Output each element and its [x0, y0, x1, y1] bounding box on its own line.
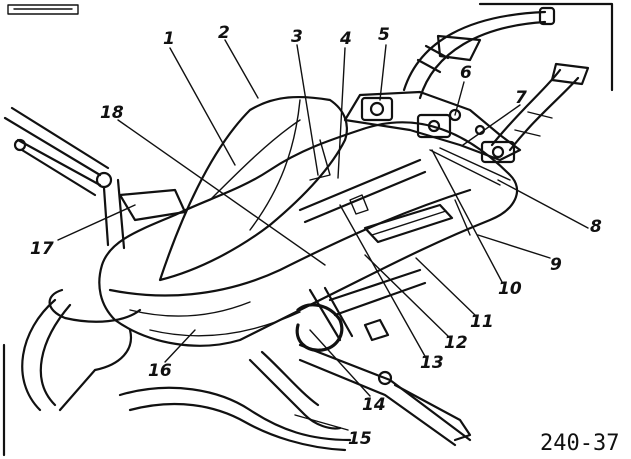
callout-7: 7 — [515, 88, 527, 108]
frame-corners — [2, 2, 614, 457]
callout-5: 5 — [378, 25, 390, 45]
pack-body — [98, 121, 519, 347]
side-pocket — [363, 199, 471, 244]
callout-13: 13 — [420, 353, 444, 373]
rip-cord-housing — [298, 147, 511, 224]
callout-labels: 1 2 3 4 5 6 7 8 9 10 11 12 13 14 15 16 1… — [30, 23, 602, 449]
callout-11: 11 — [470, 312, 494, 332]
callout-14: 14 — [362, 395, 386, 415]
canopy-bag — [158, 95, 348, 282]
callout-9: 9 — [550, 255, 562, 275]
callout-3: 3 — [291, 27, 303, 47]
shoulder-strap-right — [490, 62, 590, 152]
callout-8: 8 — [590, 217, 602, 237]
callout-12: 12 — [444, 333, 468, 353]
figure-code: 240-37 — [540, 431, 619, 456]
leg-straps — [21, 268, 472, 452]
left-strap — [3, 106, 187, 250]
leader-lines — [57, 39, 589, 431]
callout-6: 6 — [460, 63, 472, 83]
callout-18: 18 — [100, 103, 124, 123]
top-plate — [343, 90, 522, 164]
callout-16: 16 — [148, 361, 172, 381]
callout-2: 2 — [218, 23, 230, 43]
callout-15: 15 — [348, 429, 372, 449]
top-strap — [402, 6, 556, 100]
callout-17: 17 — [30, 239, 54, 259]
callout-1: 1 — [163, 29, 175, 49]
callout-4: 4 — [339, 29, 352, 49]
callout-10: 10 — [498, 279, 522, 299]
